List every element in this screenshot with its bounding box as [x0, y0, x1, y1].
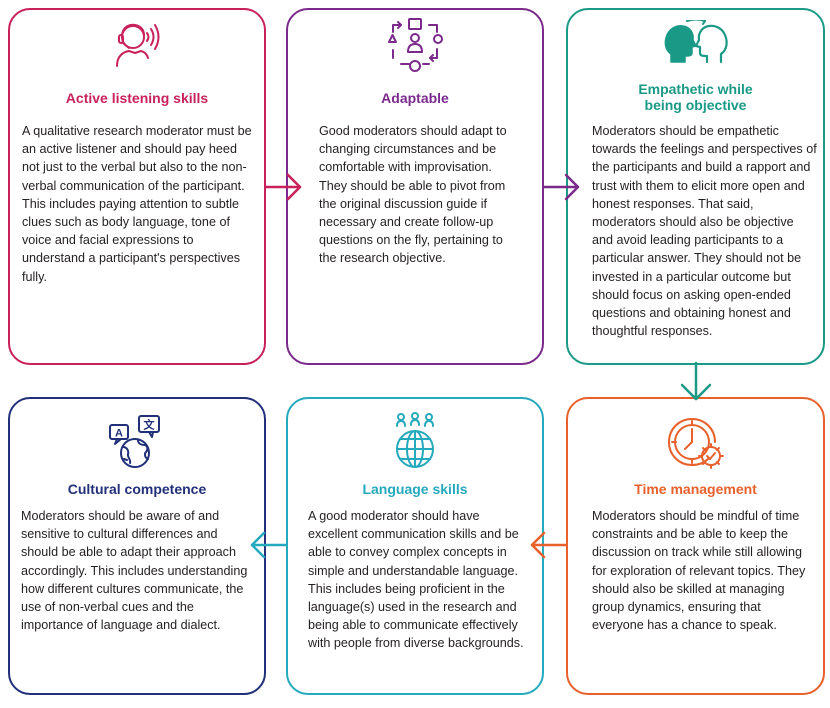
arrow-right-2	[542, 173, 580, 201]
clock-gear-icon	[568, 411, 823, 473]
globe-translate-icon: A 文	[10, 413, 264, 469]
card-title: Active listening skills	[65, 90, 209, 106]
card-title: Language skills	[362, 481, 468, 497]
card-body: Moderators should be mindful of time con…	[592, 509, 806, 633]
adapt-cycle-icon	[288, 16, 542, 76]
card-title: Time management	[634, 481, 757, 497]
card-body: A qualitative research moderator must be…	[22, 124, 252, 284]
arrow-left-2	[250, 531, 288, 559]
card-title: Empathetic while being objective	[568, 81, 823, 113]
card-empathetic: Empathetic while being objective Moderat…	[566, 8, 825, 365]
card-title-line: being objective	[644, 97, 747, 113]
card-adaptable: Adaptable Good moderators should adapt t…	[286, 8, 544, 365]
globe-people-icon	[288, 411, 542, 471]
card-body: Moderators should be aware of and sensit…	[21, 509, 248, 633]
translate-letter-b: 文	[144, 418, 156, 432]
card-language-skills: Language skills A good moderator should …	[286, 397, 544, 695]
translate-letter-a: A	[115, 428, 123, 440]
card-active-listening: Active listening skills A qualitative re…	[8, 8, 266, 365]
card-body: Good moderators should adapt to changing…	[319, 124, 507, 266]
card-cultural-competence: A 文 Cultural competence Moderators shoul…	[8, 397, 266, 695]
card-time-management: Time management Moderators should be min…	[566, 397, 825, 695]
card-title: Adaptable	[381, 90, 449, 106]
arrow-down	[680, 361, 712, 401]
person-speaking-icon	[10, 20, 264, 70]
arrow-right-1	[264, 173, 302, 201]
card-body: Moderators should be empathetic towards …	[592, 124, 817, 339]
card-body: A good moderator should have excellent c…	[308, 509, 524, 651]
two-heads-icon	[568, 20, 823, 64]
card-title-line: Empathetic while	[638, 81, 753, 97]
arrow-left-1	[530, 531, 568, 559]
card-title: Cultural competence	[67, 481, 207, 497]
